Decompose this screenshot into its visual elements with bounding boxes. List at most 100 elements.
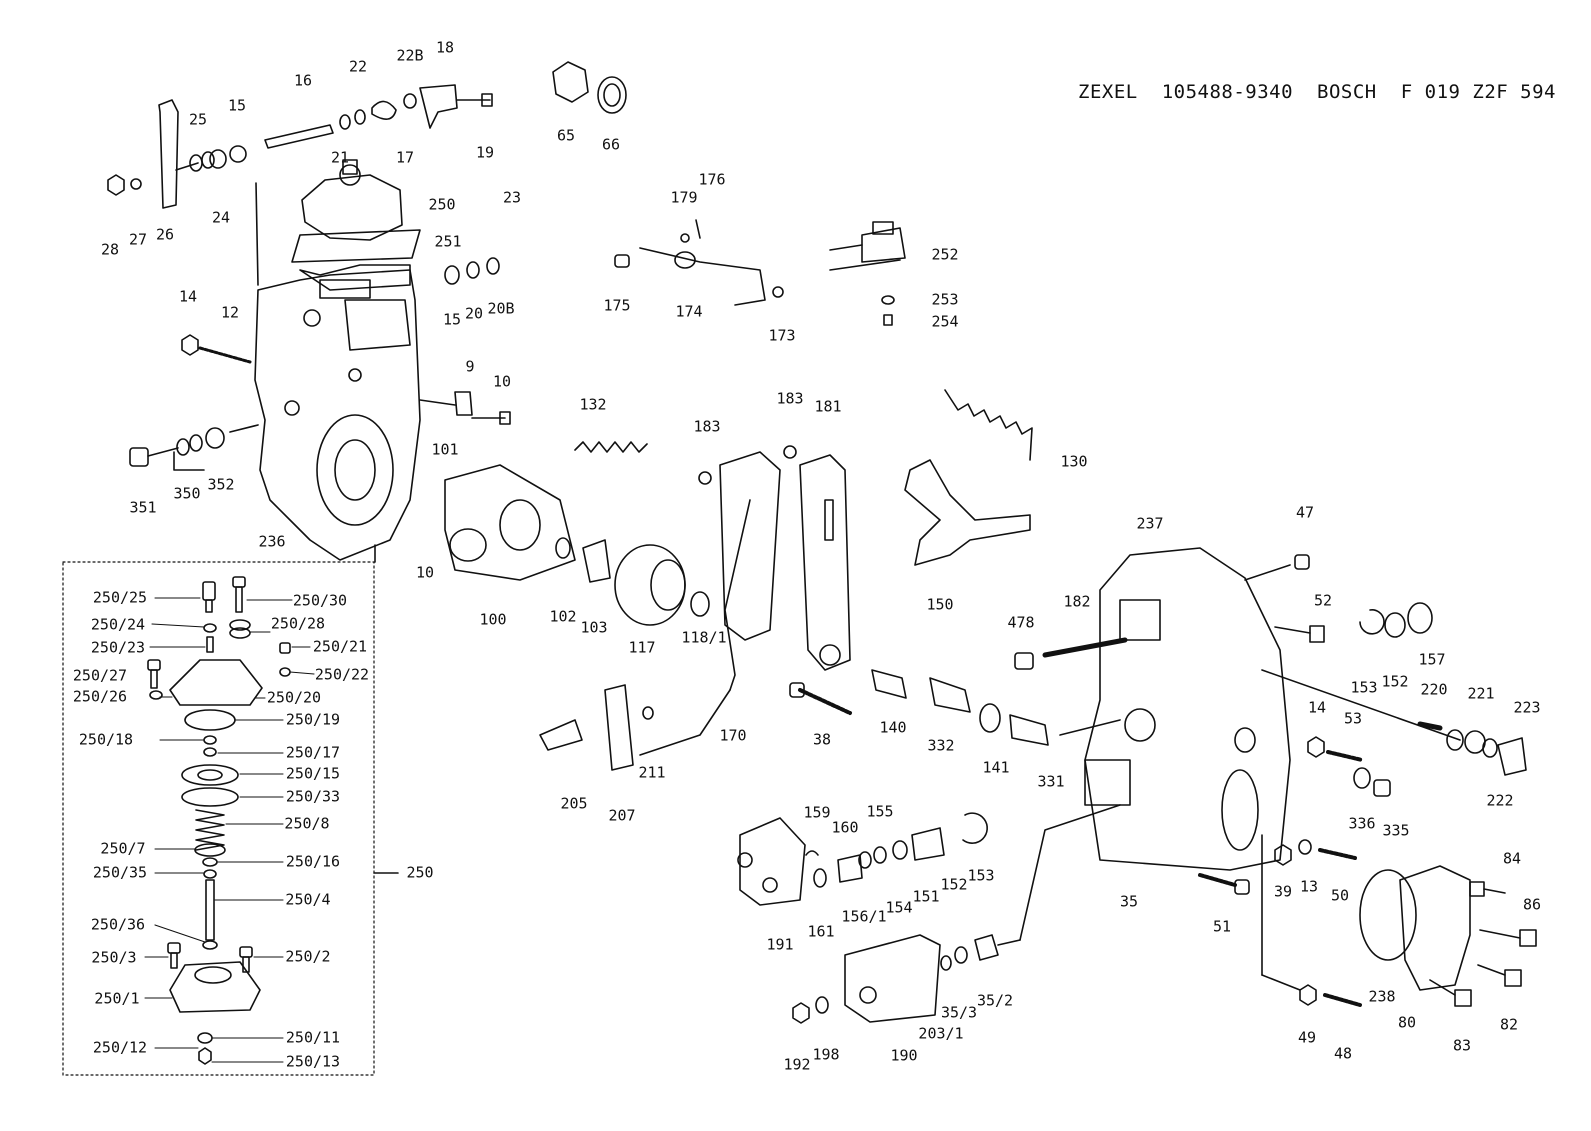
callout-25: 25 <box>188 110 208 129</box>
callout-152b: 152 <box>940 875 968 894</box>
callout-191: 191 <box>766 935 794 954</box>
callout-250-24: 250/24 <box>90 615 146 634</box>
callout-250-11: 250/11 <box>285 1028 341 1047</box>
callout-181: 181 <box>814 397 842 416</box>
callout-220: 220 <box>1420 680 1448 699</box>
spring-250-8 <box>195 809 225 851</box>
callout-250-12: 250/12 <box>92 1038 148 1057</box>
callout-250-30: 250/30 <box>292 591 348 610</box>
block-191 <box>739 817 806 906</box>
callout-23: 23 <box>502 188 522 207</box>
lever-26 <box>158 99 179 209</box>
callout-100: 100 <box>479 610 507 629</box>
callout-335: 335 <box>1382 821 1410 840</box>
callout-9: 9 <box>465 357 475 376</box>
callout-350: 350 <box>173 484 201 503</box>
callout-130: 130 <box>1060 452 1088 471</box>
callout-183b: 183 <box>776 389 804 408</box>
callout-18: 18 <box>435 38 455 57</box>
shaft-16 <box>264 124 334 149</box>
callout-21: 21 <box>330 148 350 167</box>
callout-16: 16 <box>293 71 313 90</box>
callout-250-7: 250/7 <box>100 839 146 858</box>
callout-250-1: 250/1 <box>94 989 140 1008</box>
callout-35-3: 35/3 <box>940 1003 978 1022</box>
callout-84: 84 <box>1502 849 1522 868</box>
callout-153b: 153 <box>967 866 995 885</box>
callout-26: 26 <box>155 225 175 244</box>
callout-157: 157 <box>1418 650 1446 669</box>
callout-250-16: 250/16 <box>285 852 341 871</box>
callout-66: 66 <box>601 135 621 154</box>
callout-50: 50 <box>1330 886 1350 905</box>
callout-250-18: 250/18 <box>78 730 134 749</box>
callout-250-28: 250/28 <box>270 614 326 633</box>
callout-174: 174 <box>675 302 703 321</box>
callout-250-assembly: 250 <box>406 863 434 882</box>
callout-336: 336 <box>1348 814 1376 833</box>
housing-237 <box>1084 547 1291 871</box>
base-250-1 <box>169 961 261 1013</box>
callout-35: 35 <box>1119 892 1139 911</box>
callout-250-3: 250/3 <box>91 948 137 967</box>
callout-179: 179 <box>670 188 698 207</box>
callout-351: 351 <box>129 498 157 517</box>
callout-118-1: 118/1 <box>681 628 727 647</box>
callout-82: 82 <box>1499 1015 1519 1034</box>
subassembly-250-frame <box>62 561 375 1076</box>
callout-331: 331 <box>1037 772 1065 791</box>
cover-250-20 <box>169 659 263 706</box>
callout-238: 238 <box>1368 987 1396 1006</box>
callout-39: 39 <box>1273 882 1293 901</box>
callout-20B: 20B <box>487 299 515 318</box>
callout-117: 117 <box>628 638 656 657</box>
callout-173: 173 <box>768 326 796 345</box>
callout-22B: 22B <box>396 46 424 65</box>
callout-478: 478 <box>1007 613 1035 632</box>
callout-182: 182 <box>1063 592 1091 611</box>
callout-19: 19 <box>475 143 495 162</box>
callout-211: 211 <box>638 763 666 782</box>
callout-223: 223 <box>1513 698 1541 717</box>
flyweight-100 <box>444 464 576 581</box>
callout-203-1: 203/1 <box>918 1024 964 1043</box>
callout-251: 251 <box>434 232 462 251</box>
callout-207: 207 <box>608 806 636 825</box>
callout-51: 51 <box>1212 917 1232 936</box>
callout-175: 175 <box>603 296 631 315</box>
callout-250-17: 250/17 <box>285 743 341 762</box>
callout-250-4: 250/4 <box>285 890 331 909</box>
callout-250-21: 250/21 <box>312 637 368 656</box>
callout-53: 53 <box>1343 709 1363 728</box>
callout-250-2: 250/2 <box>285 947 331 966</box>
callout-254: 254 <box>931 312 959 331</box>
callout-250-36: 250/36 <box>90 915 146 934</box>
callout-222: 222 <box>1486 791 1514 810</box>
callout-153: 153 <box>1350 678 1378 697</box>
callout-192: 192 <box>783 1055 811 1074</box>
callout-14: 14 <box>178 287 198 306</box>
callout-132: 132 <box>579 395 607 414</box>
callout-332: 332 <box>927 736 955 755</box>
callout-250-8: 250/8 <box>284 814 330 833</box>
callout-190: 190 <box>890 1046 918 1065</box>
cover-80 <box>1399 865 1471 991</box>
callout-160: 160 <box>831 818 859 837</box>
header-brand-zexel: ZEXEL <box>1078 81 1138 103</box>
callout-27: 27 <box>128 230 148 249</box>
callout-49: 49 <box>1297 1028 1317 1047</box>
housing-236 <box>254 269 421 561</box>
callout-221: 221 <box>1467 684 1495 703</box>
callout-24: 24 <box>211 208 231 227</box>
callout-38: 38 <box>812 730 832 749</box>
callout-102: 102 <box>549 607 577 626</box>
callout-237: 237 <box>1136 514 1164 533</box>
callout-48: 48 <box>1333 1044 1353 1063</box>
callout-176: 176 <box>698 170 726 189</box>
callout-103: 103 <box>580 618 608 637</box>
callout-250-cover: 250 <box>428 195 456 214</box>
callout-101: 101 <box>431 440 459 459</box>
callout-198: 198 <box>812 1045 840 1064</box>
callout-252: 252 <box>931 245 959 264</box>
callout-15b: 15 <box>442 310 462 329</box>
